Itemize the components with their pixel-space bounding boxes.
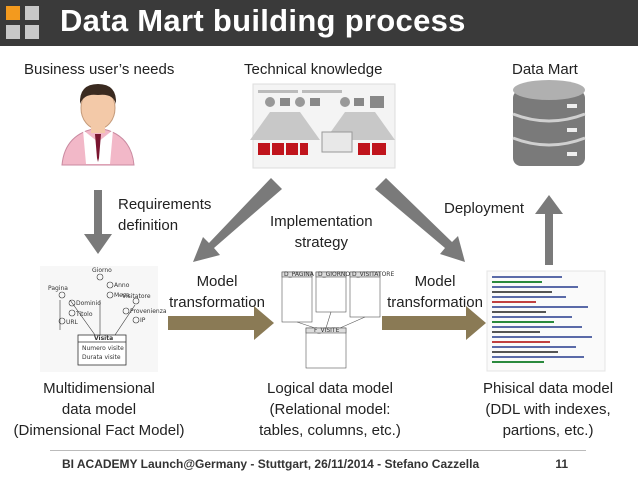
footer-text: BI ACADEMY Launch@Germany - Stuttgart, 2… xyxy=(62,457,480,471)
logo-square xyxy=(6,25,20,39)
requirements-definition-label: Requirements definition xyxy=(118,194,211,236)
deployment-arrow xyxy=(535,195,563,265)
dfm-attribute-label: Mese xyxy=(114,292,130,299)
table-name-label: D_PAGINA xyxy=(284,271,315,278)
logo-square xyxy=(25,6,39,20)
dfm-attribute-label: Visitatore xyxy=(122,293,151,300)
requirements-line: definition xyxy=(118,217,179,234)
logical-model-label: Logical data model (Relational model: ta… xyxy=(250,378,410,441)
dfm-attribute-label: URL xyxy=(66,319,79,326)
data-mart-label: Data Mart xyxy=(512,61,578,78)
model-transformation-line: Model xyxy=(414,273,456,290)
page-title: Data Mart building process xyxy=(60,3,466,38)
model-label-line: partions, etc.) xyxy=(502,422,594,439)
multidimensional-model-label: Multidimensional data model (Dimensional… xyxy=(6,378,192,441)
model-label-line: Logical data model xyxy=(267,380,393,397)
technical-knowledge-label: Technical knowledge xyxy=(244,61,383,78)
ddl-code-image xyxy=(486,270,606,372)
business-needs-label: Business user’s needs xyxy=(24,61,175,78)
logo-square xyxy=(25,25,39,39)
model-label-line: (Dimensional Fact Model) xyxy=(13,422,185,439)
model-label-line: data model xyxy=(61,401,137,418)
dfm-fact-label: Visita xyxy=(94,335,113,342)
dfm-attribute-label: IP xyxy=(140,317,146,324)
dfm-attribute-label: Anno xyxy=(114,282,130,289)
implementation-line: strategy xyxy=(294,234,348,251)
model-transformation-arrow-1 xyxy=(168,306,274,340)
model-transformation-line: transformation xyxy=(169,294,265,311)
logo-square xyxy=(6,6,20,20)
logo xyxy=(6,6,42,42)
physical-model-label: Phisical data model (DDL with indexes, p… xyxy=(472,378,624,441)
page-number: 11 xyxy=(555,457,568,471)
dfm-attribute-label: Pagina xyxy=(48,285,68,292)
model-transformation-line: transformation xyxy=(387,294,483,311)
relational-model-diagram: D_PAGINA D_GIORNO D_VISITATORE F_VISITE xyxy=(281,271,394,369)
dfm-attribute-label: Titolo xyxy=(75,311,93,318)
dfm-measure-label: Numero visite xyxy=(82,345,124,352)
dfm-attribute-label: Giorno xyxy=(92,267,112,274)
model-label-line: Multidimensional xyxy=(43,380,155,397)
model-label-line: Phisical data model xyxy=(482,380,614,397)
model-transformation-label: Model transformation xyxy=(383,271,487,313)
model-label-line: (Relational model: xyxy=(269,401,391,418)
table-name-label: F_VISITE xyxy=(314,327,340,334)
model-transformation-arrow-2 xyxy=(382,306,486,340)
business-user-icon xyxy=(61,84,135,166)
implementation-strategy-label: Implementation strategy xyxy=(270,211,373,253)
dfm-attribute-label: Provenienza xyxy=(130,308,167,315)
model-label-line: tables, columns, etc.) xyxy=(259,422,401,439)
requirements-arrow xyxy=(84,190,112,254)
requirements-line: Requirements xyxy=(118,196,212,213)
implementation-line: Implementation xyxy=(270,213,373,230)
data-mart-database-icon xyxy=(512,80,586,166)
model-label-line: (DDL with indexes, xyxy=(485,401,611,418)
deployment-label: Deployment xyxy=(444,200,525,217)
footer: BI ACADEMY Launch@Germany - Stuttgart, 2… xyxy=(50,450,586,475)
model-transformation-line: Model xyxy=(196,273,238,290)
model-transformation-label: Model transformation xyxy=(167,271,267,313)
implementation-arrow-left xyxy=(193,178,282,262)
table-name-label: D_VISITATORE xyxy=(352,271,394,278)
technical-knowledge-image xyxy=(250,83,396,169)
table-name-label: D_GIORNO xyxy=(318,271,350,278)
dimensional-fact-model-diagram: Visita Numero visite Durata visite Pagin… xyxy=(40,266,167,372)
dfm-attribute-label: Dominio xyxy=(76,300,101,307)
title-bar: Data Mart building process xyxy=(0,0,638,46)
dfm-measure-label: Durata visite xyxy=(82,354,121,361)
implementation-arrow-right xyxy=(375,178,465,262)
